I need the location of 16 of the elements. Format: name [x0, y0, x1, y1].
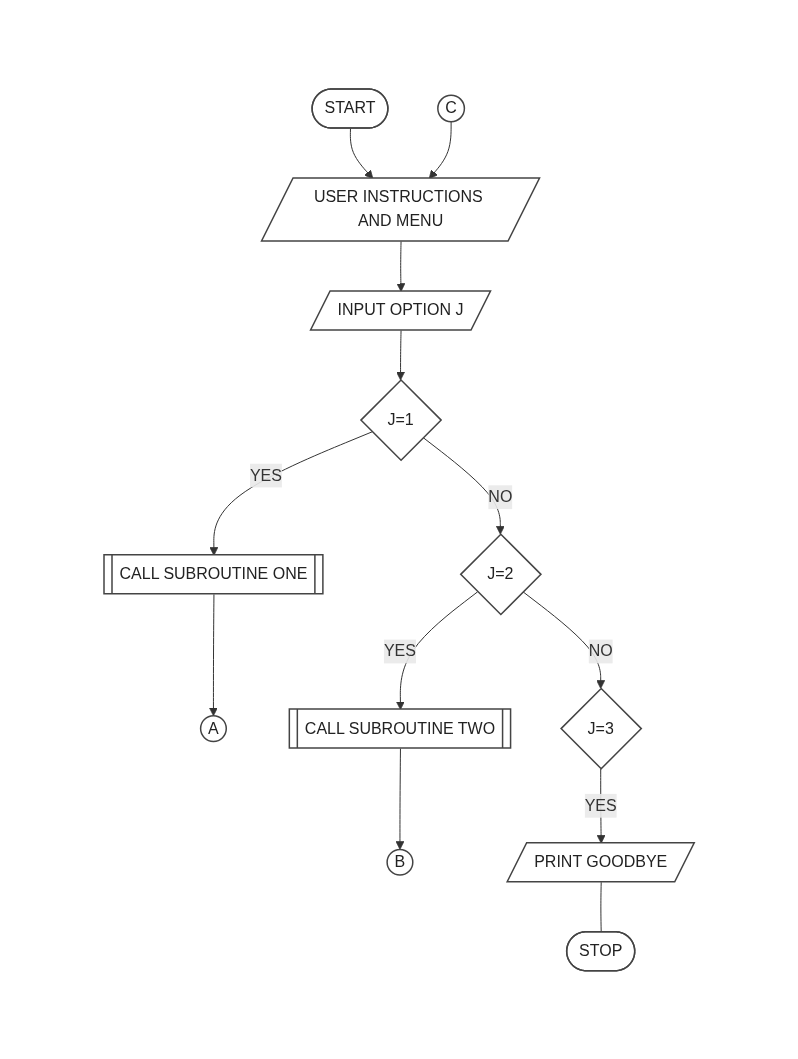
connector	[600, 881, 602, 933]
arrow	[395, 747, 405, 850]
edge-label: YES	[249, 466, 282, 484]
node-diamond: J=2	[459, 532, 542, 616]
node-circle: B	[386, 848, 414, 876]
edge-label: YES	[584, 796, 617, 814]
edge-label: YES	[383, 642, 416, 660]
node-circle: C	[436, 94, 465, 123]
node-diamond: J=1	[359, 378, 443, 461]
arrow	[208, 593, 218, 716]
node-circle: A	[199, 714, 227, 742]
edge-label: NO	[488, 487, 513, 505]
node-diamond: J=3	[559, 687, 643, 770]
edge-label: NO	[588, 642, 613, 660]
arrow	[396, 329, 405, 380]
arrow	[522, 590, 605, 689]
